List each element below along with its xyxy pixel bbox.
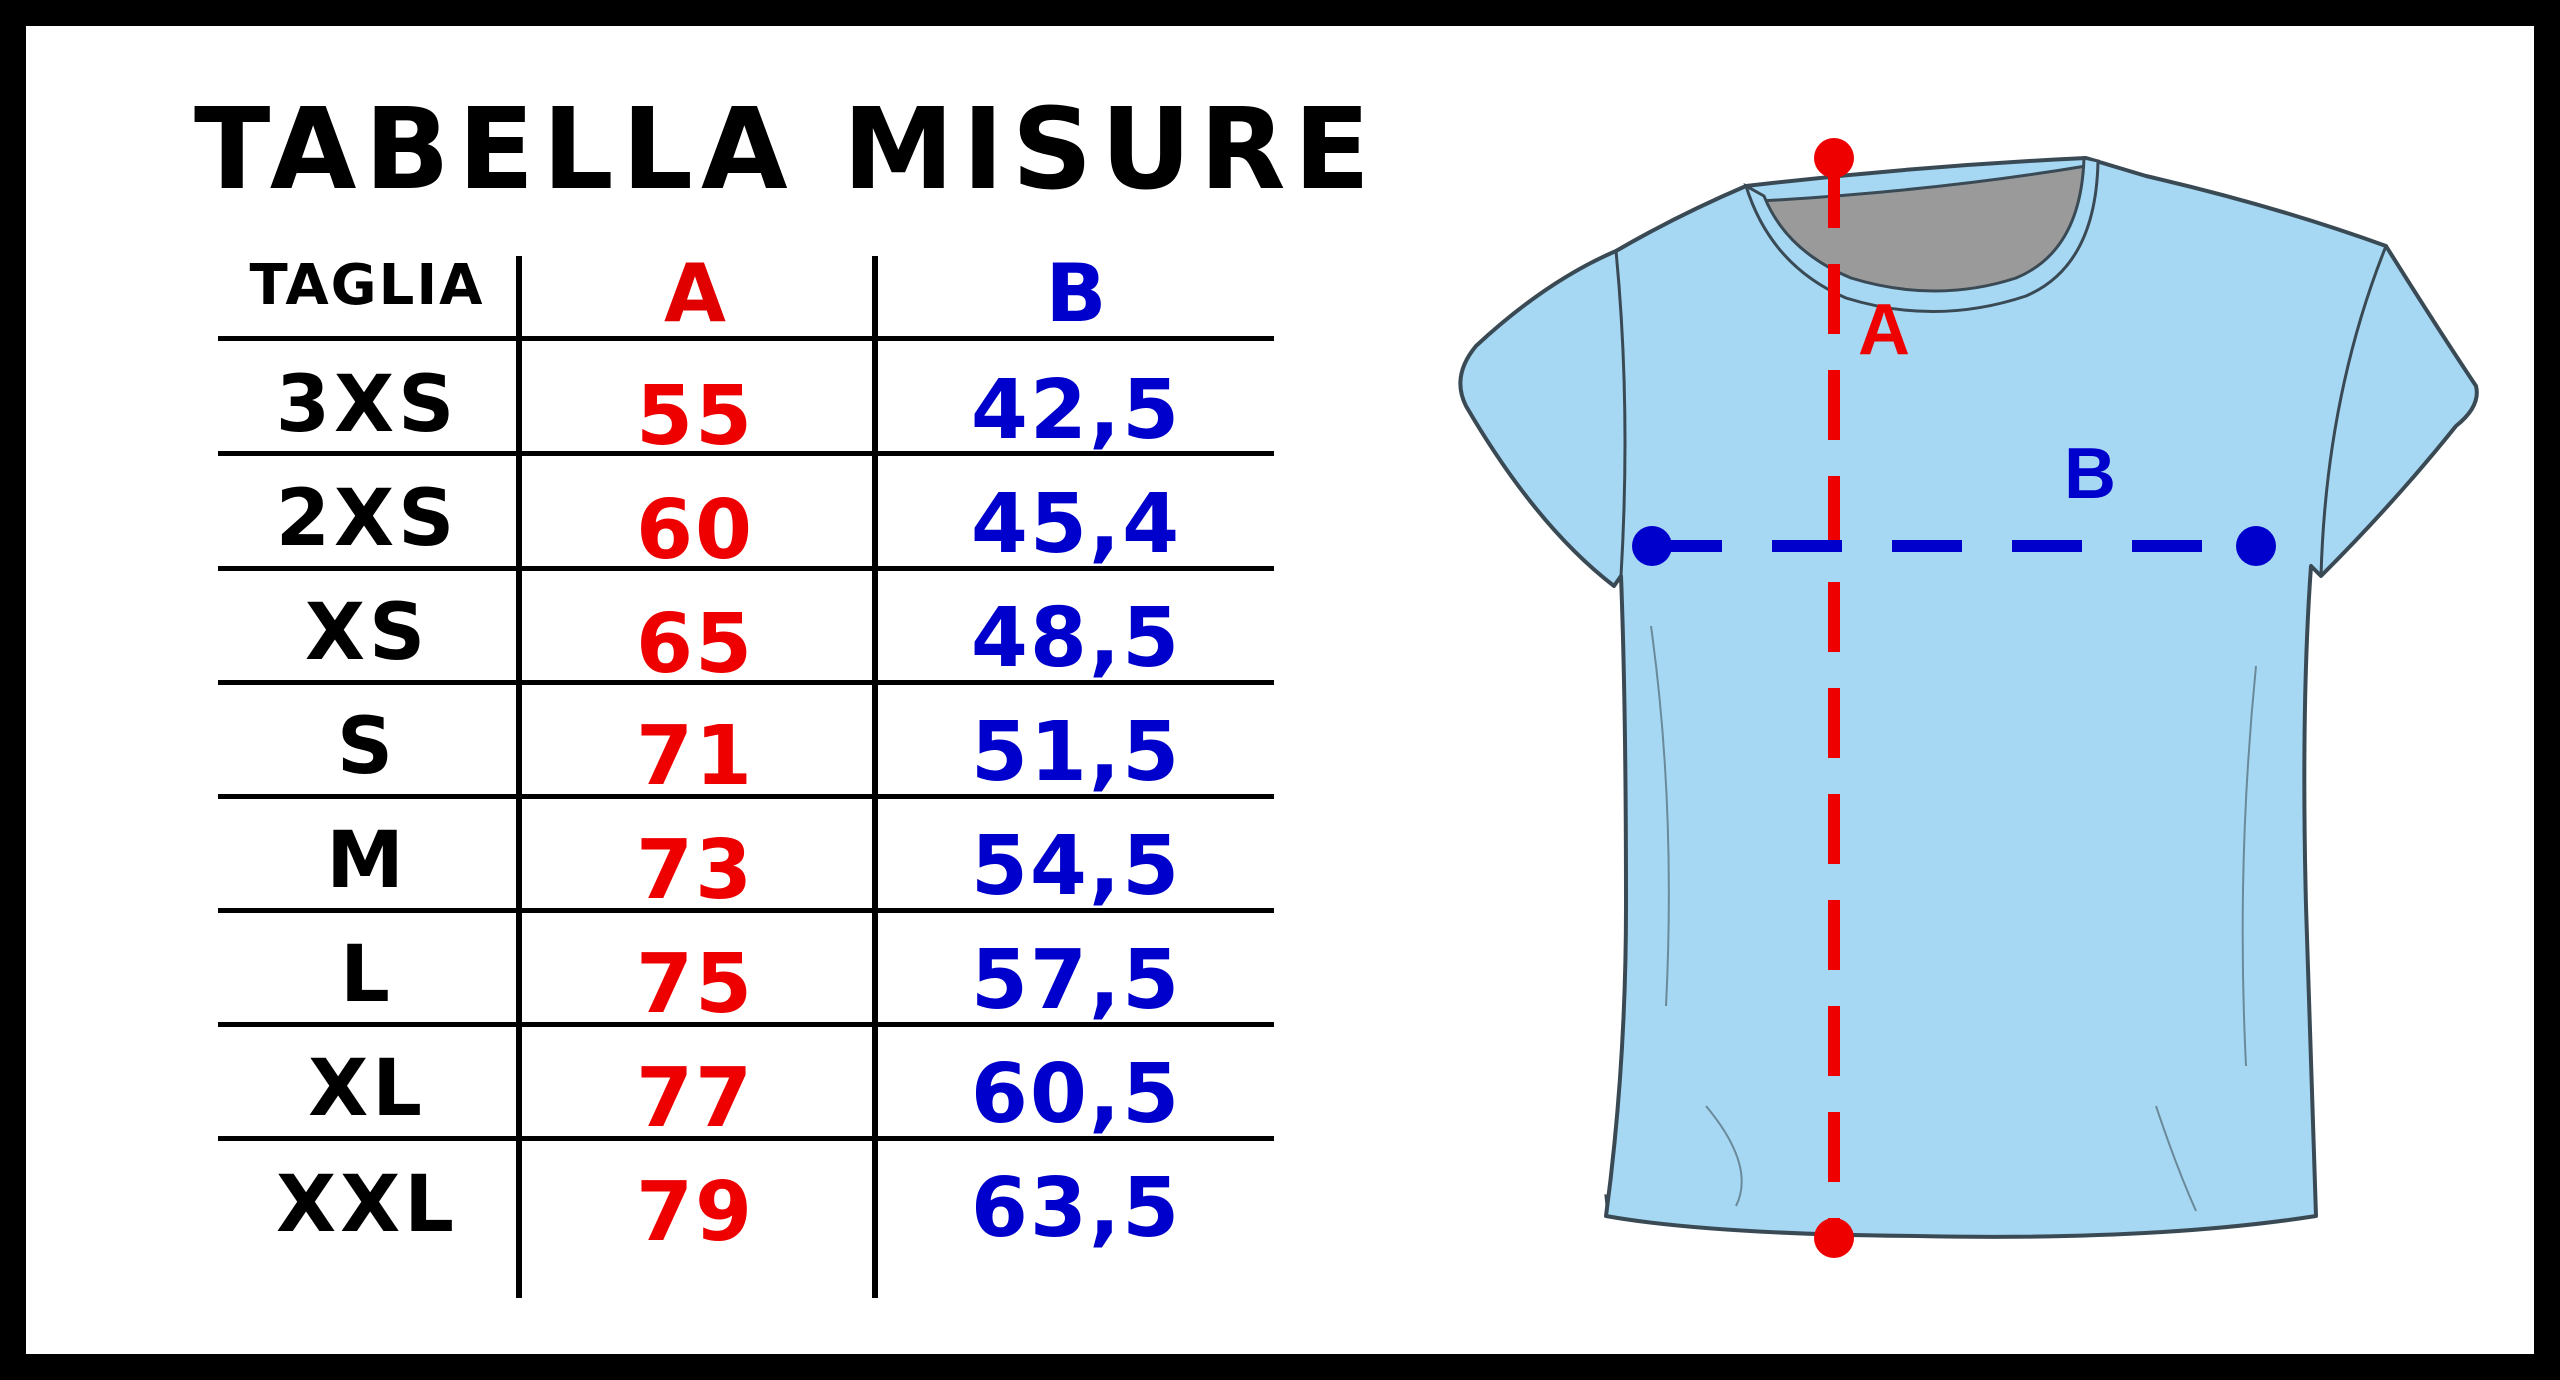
table-cell-a: 77 [635, 1051, 755, 1146]
table-cell-b: 51,5 [970, 705, 1182, 800]
header-taglia: TAGLIA [249, 253, 485, 318]
table-divider-horizontal [218, 794, 1274, 799]
shirt-fold [1650, 625, 1670, 1007]
table-cell-a: 71 [635, 709, 755, 804]
table-divider-horizontal [218, 1022, 1274, 1027]
table-cell-a: 79 [635, 1165, 755, 1260]
tshirt-diagram [1458, 138, 2479, 1258]
table-divider-vertical [872, 256, 878, 1298]
table-cell-b: 45,4 [970, 477, 1182, 572]
table-divider-horizontal [218, 451, 1274, 456]
table-cell-size: L [340, 930, 394, 1020]
table-cell-size: M [326, 816, 408, 906]
diagram-label-a: A [1858, 290, 1910, 370]
table-divider-horizontal [218, 1136, 1274, 1141]
shirt-seam-left [1614, 250, 1627, 577]
table-cell-size: XS [304, 588, 430, 678]
shirt-fold [2155, 1105, 2197, 1212]
size-chart-card: TABELLA MISURE TAGLIA A B 3XS 55 42,5 2X… [26, 26, 2534, 1354]
measure-point-a-bottom [1814, 1218, 1854, 1258]
header-a: A [664, 247, 726, 340]
table-cell-b: 57,5 [970, 933, 1182, 1028]
table-cell-size: 2XS [275, 474, 459, 564]
table-cell-b: 42,5 [970, 363, 1182, 458]
table-divider-vertical [516, 256, 522, 1298]
table-cell-a: 55 [635, 369, 755, 464]
table-cell-size: S [336, 702, 398, 792]
page-title: TABELLA MISURE [194, 85, 1379, 215]
table-cell-a: 65 [635, 597, 755, 692]
table-cell-size: XL [308, 1044, 426, 1134]
table-cell-size: XXL [276, 1160, 458, 1250]
table-divider-horizontal [218, 566, 1274, 571]
shirt-fold [2241, 665, 2257, 1067]
measure-point-a-top [1814, 138, 1854, 178]
header-b: B [1045, 247, 1107, 340]
diagram-label-b: B [2064, 434, 2116, 514]
table-cell-b: 60,5 [970, 1047, 1182, 1142]
table-cell-a: 75 [635, 937, 755, 1032]
shirt-seam-right [2319, 245, 2388, 577]
table-cell-b: 63,5 [970, 1161, 1182, 1256]
measure-point-b-right [2236, 526, 2276, 566]
shirt-body [1458, 156, 2479, 1239]
table-cell-a: 60 [635, 483, 755, 578]
table-cell-size: 3XS [275, 360, 459, 450]
table-divider-horizontal [218, 336, 1274, 341]
table-divider-horizontal [218, 908, 1274, 913]
table-cell-a: 73 [635, 823, 755, 918]
table-divider-horizontal [218, 680, 1274, 685]
shirt-fold [1705, 1105, 1743, 1207]
measure-point-b-left [1632, 526, 1672, 566]
table-cell-b: 54,5 [970, 819, 1182, 914]
table-cell-b: 48,5 [970, 591, 1182, 686]
